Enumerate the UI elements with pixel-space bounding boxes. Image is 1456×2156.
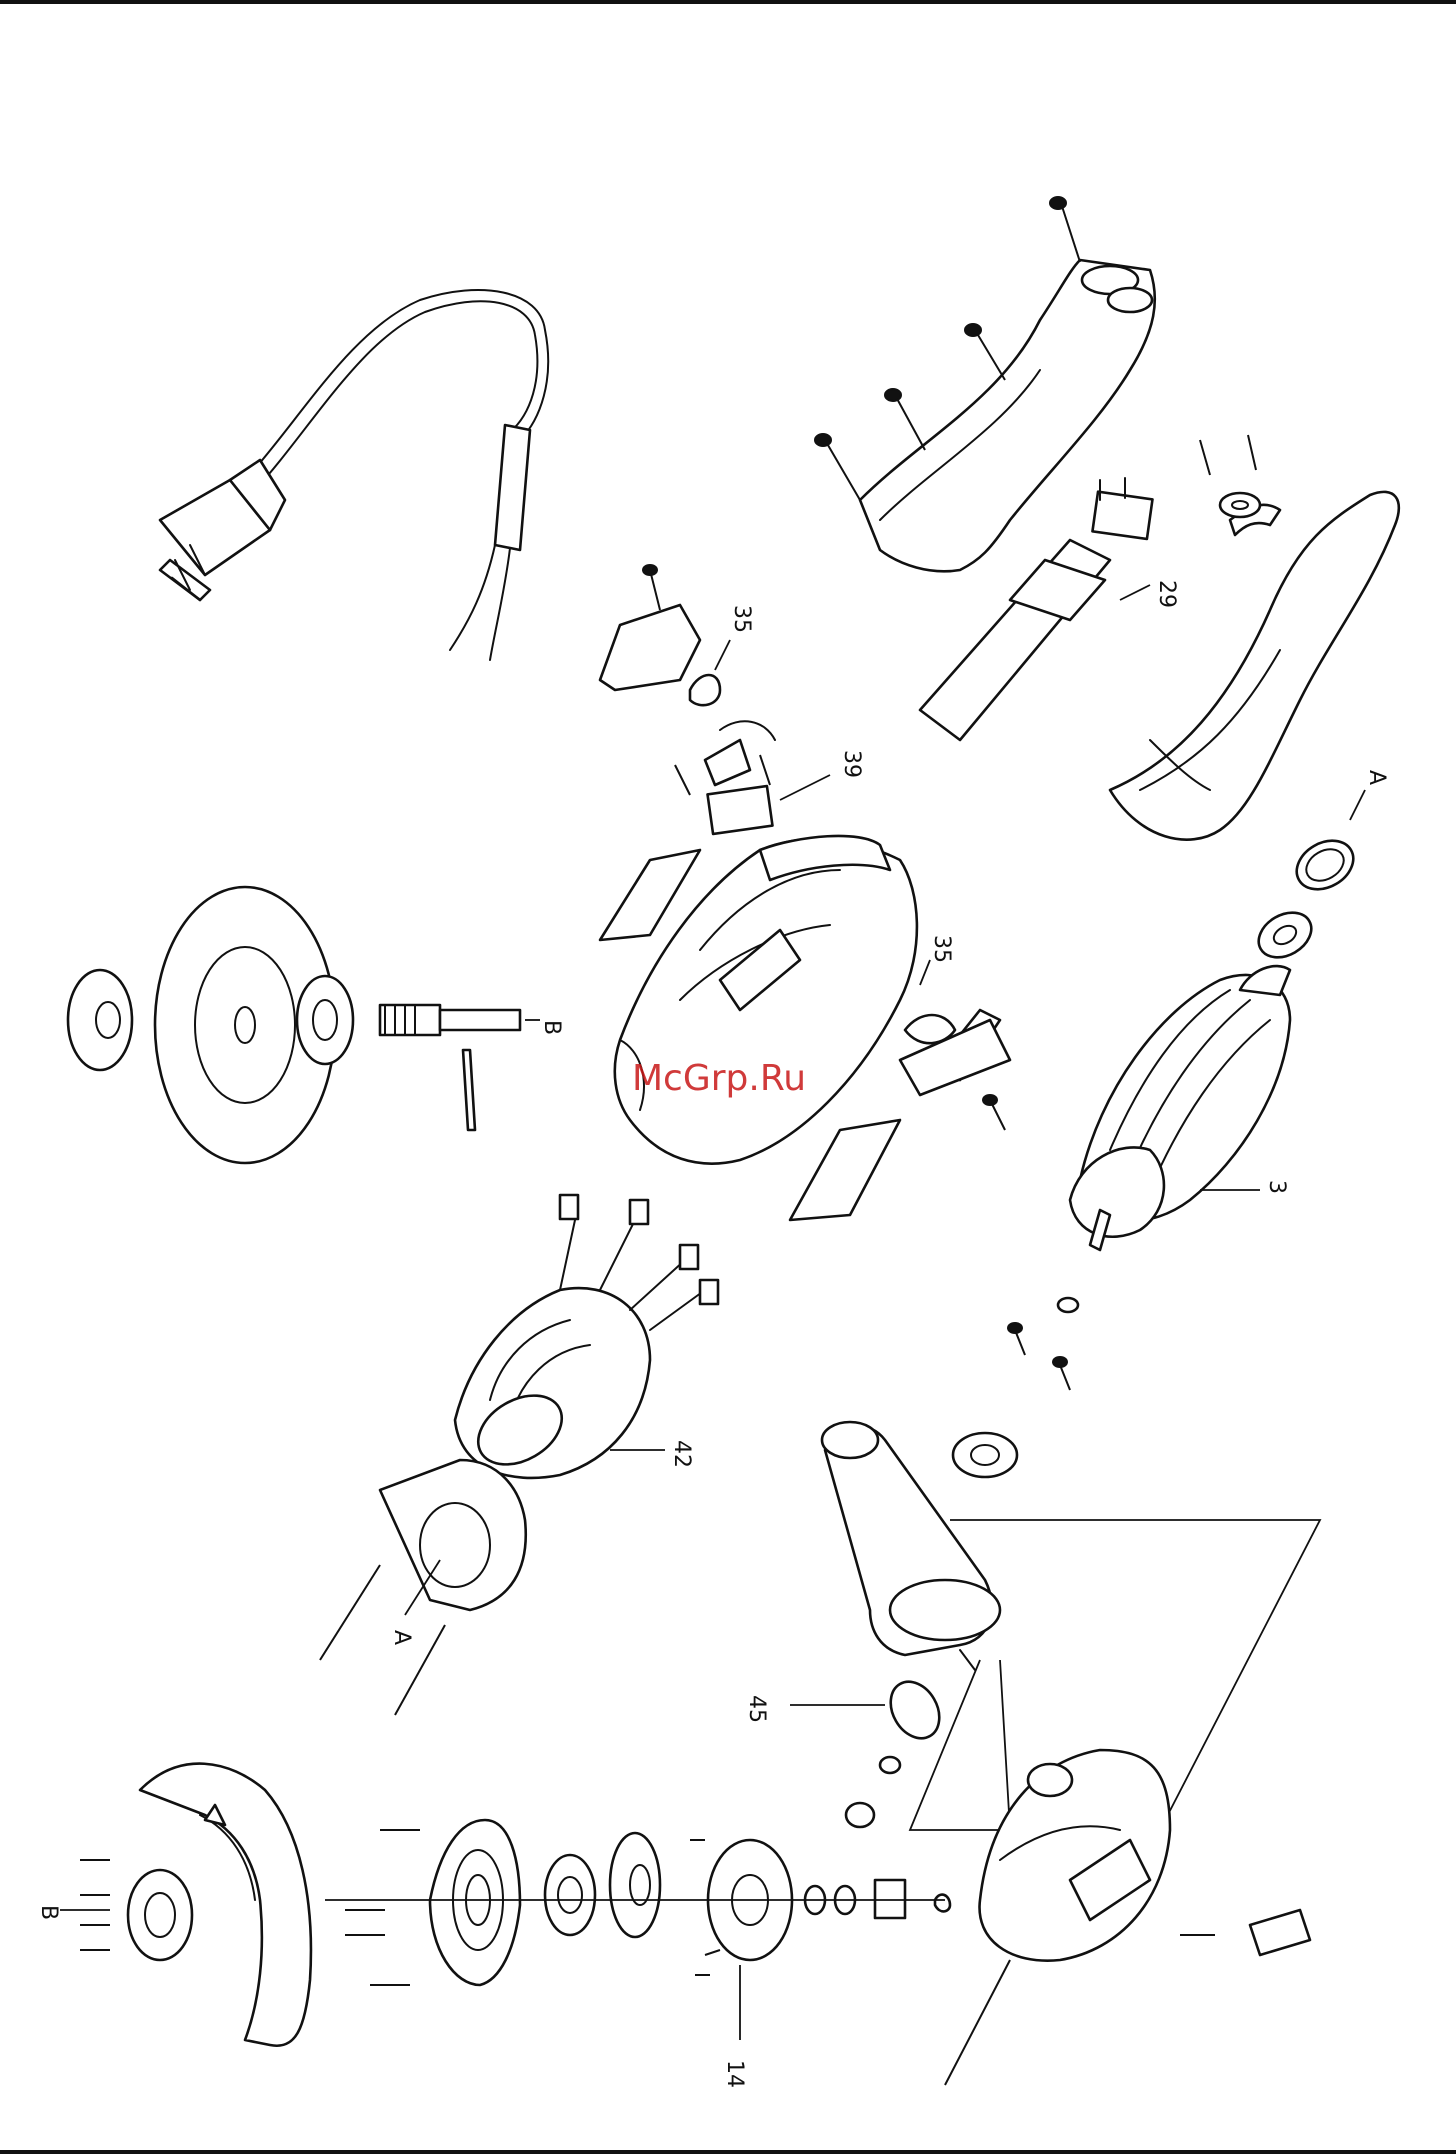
- callout-45: 45: [744, 1695, 769, 1723]
- top-border: [0, 0, 1456, 4]
- rear-housing: [1110, 492, 1399, 840]
- callout-A-stator: A: [389, 1630, 414, 1645]
- pinion: [846, 1673, 949, 1827]
- callout-3: 3: [1264, 1180, 1289, 1194]
- callout-42: 42: [669, 1440, 694, 1468]
- leader-35-top: [715, 640, 730, 670]
- gearbox-flange: [430, 1820, 520, 1985]
- callout-14: 14: [722, 2060, 747, 2088]
- rear-bearing: [1251, 904, 1319, 967]
- rear-ring: [1288, 831, 1362, 899]
- cable-clamp: [1220, 493, 1260, 517]
- callout-B-guard: B: [36, 1905, 61, 1920]
- plug: [160, 460, 285, 600]
- power-cord: [245, 290, 548, 660]
- baffle-plate: [380, 1460, 526, 1610]
- pinion-bracket-line: [910, 1660, 1010, 1830]
- leader-29: [1120, 585, 1150, 600]
- carbon-pad-bottom: [790, 1120, 900, 1220]
- ball-bearing: [545, 1855, 595, 1935]
- spindle-lock: [1180, 1910, 1310, 1955]
- watermark: McGrp.Ru: [632, 1058, 806, 1099]
- callout-39: 39: [839, 750, 864, 778]
- gear-head-screw: [945, 1960, 1010, 2085]
- gear-head: [980, 1750, 1170, 1961]
- callout-35-side: 35: [929, 935, 954, 963]
- stator: [455, 1195, 718, 1478]
- leader-39: [780, 775, 830, 800]
- armature: [1070, 966, 1290, 1250]
- flange-screws: [345, 1830, 420, 1985]
- callout-B-spindle: B: [539, 1020, 564, 1035]
- clamping-nut: [68, 970, 132, 1070]
- callout-29: 29: [1154, 580, 1179, 608]
- callout-35-top: 35: [729, 605, 754, 633]
- leader-A-top: [1350, 790, 1365, 820]
- callout-A-top: A: [1364, 770, 1389, 785]
- brush-cap-side: [900, 1010, 1010, 1130]
- mount-screws: [1008, 1298, 1078, 1390]
- brush-cap-top: [600, 565, 720, 705]
- leader-35-side: [920, 960, 930, 985]
- brush-holder: [675, 721, 775, 834]
- bottom-border: [0, 2150, 1456, 2154]
- flange: [297, 976, 353, 1064]
- bearing-plate: [610, 1833, 720, 1975]
- gear-bearing: [953, 1433, 1017, 1477]
- spindle: [380, 1005, 520, 1130]
